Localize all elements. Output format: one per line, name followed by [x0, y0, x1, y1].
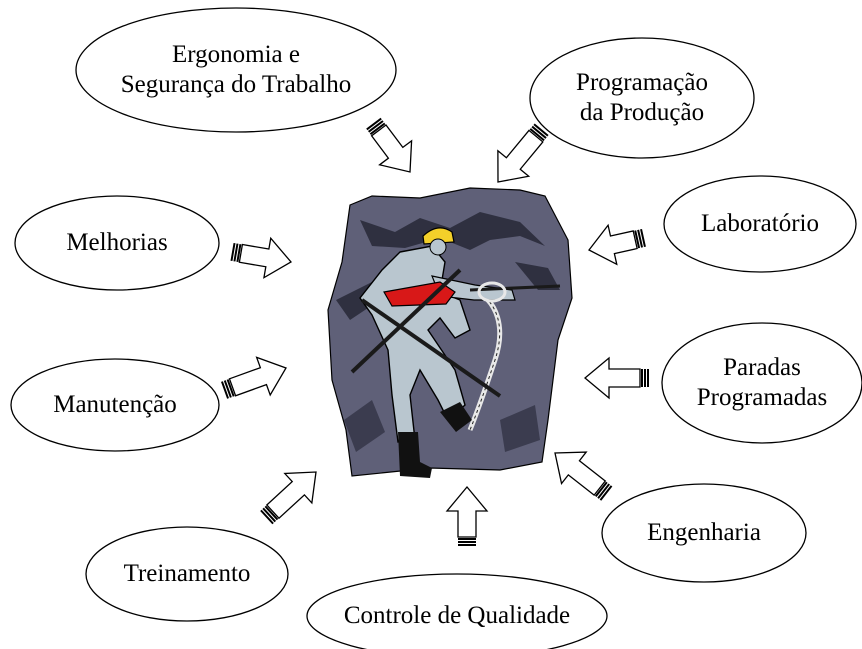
node-label-melhorias: Melhorias	[66, 228, 167, 258]
arrow-paradas	[583, 356, 649, 400]
arrow-engenharia	[554, 451, 613, 501]
node-text-line: Manutenção	[53, 391, 177, 418]
node-engenharia-ellipse	[601, 483, 807, 583]
node-text-line: Ergonomia e	[172, 41, 300, 68]
node-melhorias-ellipse	[14, 195, 220, 291]
node-laboratorio-ellipse	[663, 175, 857, 273]
node-manutencao-ellipse	[10, 358, 220, 452]
node-ergonomia-ellipse	[75, 7, 397, 133]
node-label-programacao: Programação da Produção	[576, 68, 708, 128]
node-label-ergonomia: Ergonomia e Segurança do Trabalho	[121, 40, 352, 100]
node-controle-ellipse	[306, 573, 608, 649]
node-label-engenharia: Engenharia	[647, 518, 761, 548]
node-label-manutencao: Manutenção	[53, 390, 177, 420]
node-text-line: da Produção	[579, 99, 705, 126]
node-text-line: Melhorias	[66, 229, 168, 256]
arrow-treinamento	[260, 471, 317, 525]
node-text-line: Programadas	[696, 384, 828, 411]
node-treinamento-ellipse	[85, 526, 289, 622]
node-label-laboratorio: Laboratório	[701, 209, 819, 239]
miner-clipart-icon	[327, 187, 573, 478]
arrow-laboratorio	[588, 223, 646, 266]
node-text-line: Treinamento	[123, 560, 251, 587]
node-text-line: Engenharia	[647, 519, 761, 546]
arrow-melhorias	[230, 236, 293, 279]
node-text-line: Programação	[576, 69, 708, 96]
arrow-ergonomia	[366, 117, 413, 173]
node-text-line: Paradas	[723, 354, 801, 381]
node-label-controle: Controle de Qualidade	[344, 601, 570, 631]
node-programacao-ellipse	[529, 37, 755, 159]
node-paradas-ellipse	[661, 322, 862, 444]
arrow-manutencao	[221, 356, 287, 399]
node-text-line: Controle de Qualidade	[343, 602, 571, 629]
arrow-controle	[445, 485, 489, 546]
node-label-treinamento: Treinamento	[124, 559, 251, 589]
node-text-line: Laboratório	[700, 210, 820, 237]
arrow-programacao	[497, 123, 549, 183]
node-label-paradas: Paradas Programadas	[697, 353, 828, 413]
node-text-line: Segurança do Trabalho	[120, 71, 352, 98]
